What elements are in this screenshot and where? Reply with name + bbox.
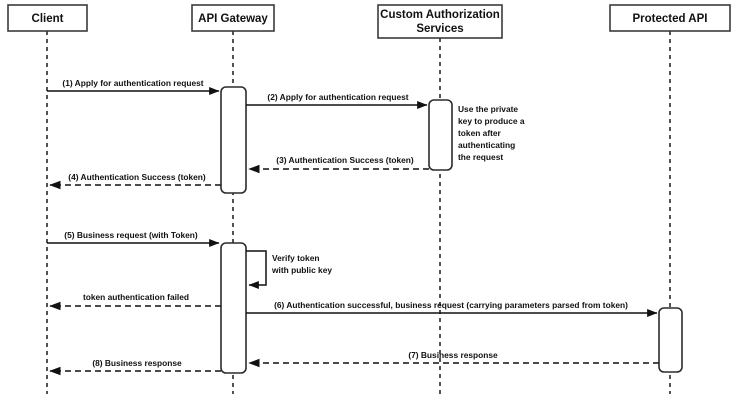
- message-2: (2) Apply for authentication request: [246, 92, 428, 109]
- participant-box-rect-protected-api: [609, 4, 731, 32]
- message-1-label: (1) Apply for authentication request: [62, 78, 203, 88]
- message-2-label: (2) Apply for authentication request: [267, 92, 408, 102]
- note-private-key-line-4: authenticating: [458, 140, 515, 150]
- note-private-key-line-1: Use the private: [458, 104, 518, 114]
- participant-label-protected-api: Protected API: [633, 13, 708, 25]
- message-5-label: (5) Business request (with Token): [64, 230, 198, 240]
- participant-box-rect-api-gateway: [191, 4, 275, 32]
- note-private-key-line-3: token after: [458, 128, 502, 138]
- participant-box-rect-client: [7, 4, 88, 32]
- participant-label-custom-authorization-services-line2: Services: [416, 23, 463, 35]
- activation-custom-authorization-services-1: [428, 99, 453, 171]
- message-5: (5) Business request (with Token): [47, 230, 220, 247]
- message-7: (7) Business response: [248, 350, 659, 368]
- participant-label-api-gateway: API Gateway: [198, 13, 268, 25]
- lifelines-group: [46, 31, 671, 394]
- activation-api-gateway-1: [220, 86, 247, 194]
- message-self-verify-token-label-line2: with public key: [271, 265, 332, 275]
- participant-box-custom-authorization-services[interactable]: Custom Authorization Services: [377, 4, 503, 39]
- message-token-authentication-failed-label: token authentication failed: [83, 292, 189, 302]
- message-self-verify-token-arrow: [246, 250, 267, 289]
- participant-box-client[interactable]: Client: [7, 4, 88, 32]
- note-private-key-line-2: key to produce a: [458, 116, 525, 126]
- message-token-authentication-failed: token authentication failed: [49, 292, 221, 311]
- activation-api-gateway-2: [220, 242, 247, 374]
- note-private-key: Use the private key to produce a token a…: [458, 104, 525, 162]
- activation-protected-api-1: [658, 307, 683, 373]
- message-6-label: (6) Authentication successful, business …: [274, 300, 628, 310]
- message-1: (1) Apply for authentication request: [47, 78, 220, 95]
- message-self-verify-token: Verify token with public key: [246, 250, 332, 289]
- participant-label-client: Client: [32, 13, 64, 25]
- message-4-label: (4) Authentication Success (token): [68, 172, 206, 182]
- message-8: (8) Business response: [49, 358, 221, 376]
- message-self-verify-token-label-line1: Verify token: [272, 253, 319, 263]
- note-private-key-line-5: the request: [458, 152, 503, 162]
- message-3-label: (3) Authentication Success (token): [276, 155, 414, 165]
- participant-box-protected-api[interactable]: Protected API: [609, 4, 731, 32]
- message-4: (4) Authentication Success (token): [49, 172, 221, 190]
- message-7-label: (7) Business response: [408, 350, 498, 360]
- message-3: (3) Authentication Success (token): [248, 155, 429, 174]
- participant-label-custom-authorization-services-line1: Custom Authorization: [380, 9, 500, 21]
- message-8-label: (8) Business response: [92, 358, 182, 368]
- participant-box-api-gateway[interactable]: API Gateway: [191, 4, 275, 32]
- participant-box-rect-custom-authorization-services: [377, 4, 503, 39]
- message-6: (6) Authentication successful, business …: [246, 300, 658, 317]
